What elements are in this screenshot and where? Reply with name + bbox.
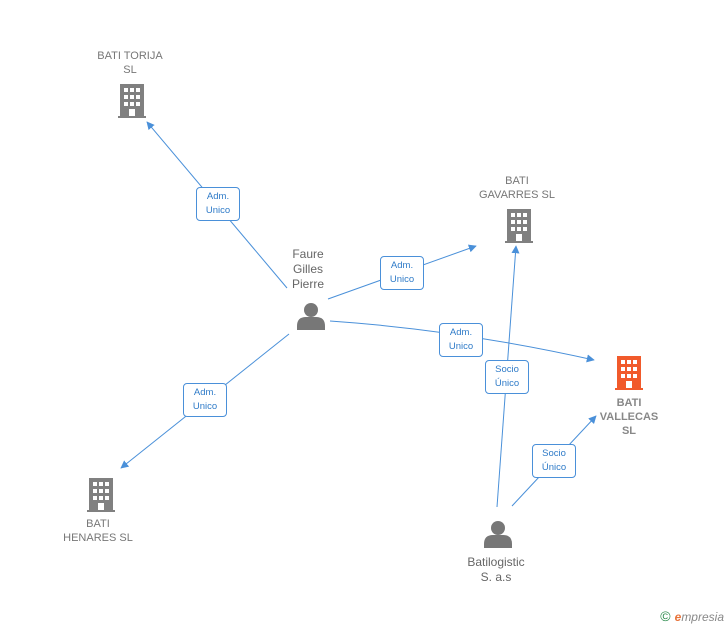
building-icon[interactable] xyxy=(505,209,533,243)
edge-label-batilogistic-vallecas: Socio Único xyxy=(532,444,576,478)
edge-label-batilogistic-gavarres: Socio Único xyxy=(485,360,529,394)
building-icon[interactable] xyxy=(615,356,643,390)
brand-rest: mpresia xyxy=(681,610,724,624)
empresia-brand[interactable]: ©empresia xyxy=(660,608,724,624)
node-label-bati-torija[interactable]: BATI TORIJA SL xyxy=(97,50,163,76)
building-icon[interactable] xyxy=(118,84,146,118)
person-icon[interactable] xyxy=(297,303,325,330)
node-label-bati-vallecas[interactable]: BATI VALLECAS SL xyxy=(599,397,659,437)
edge-label-faure-gavarres: Adm. Unico xyxy=(380,256,424,290)
edge-label-faure-vallecas: Adm. Unico xyxy=(439,323,483,357)
edge-label-faure-torija: Adm. Unico xyxy=(196,187,240,221)
node-label-batilogistic[interactable]: Batilogistic S. a.s xyxy=(467,555,525,584)
copyright-icon: © xyxy=(660,608,671,624)
building-icon[interactable] xyxy=(87,478,115,512)
person-icon[interactable] xyxy=(484,521,512,548)
node-label-bati-henares[interactable]: BATI HENARES SL xyxy=(63,518,133,544)
brand-first-letter: e xyxy=(674,610,682,624)
edge-label-faure-henares: Adm. Unico xyxy=(183,383,227,417)
node-label-bati-gavarres[interactable]: BATI GAVARRES SL xyxy=(478,175,555,201)
node-label-faure[interactable]: Faure Gilles Pierre xyxy=(291,247,324,291)
